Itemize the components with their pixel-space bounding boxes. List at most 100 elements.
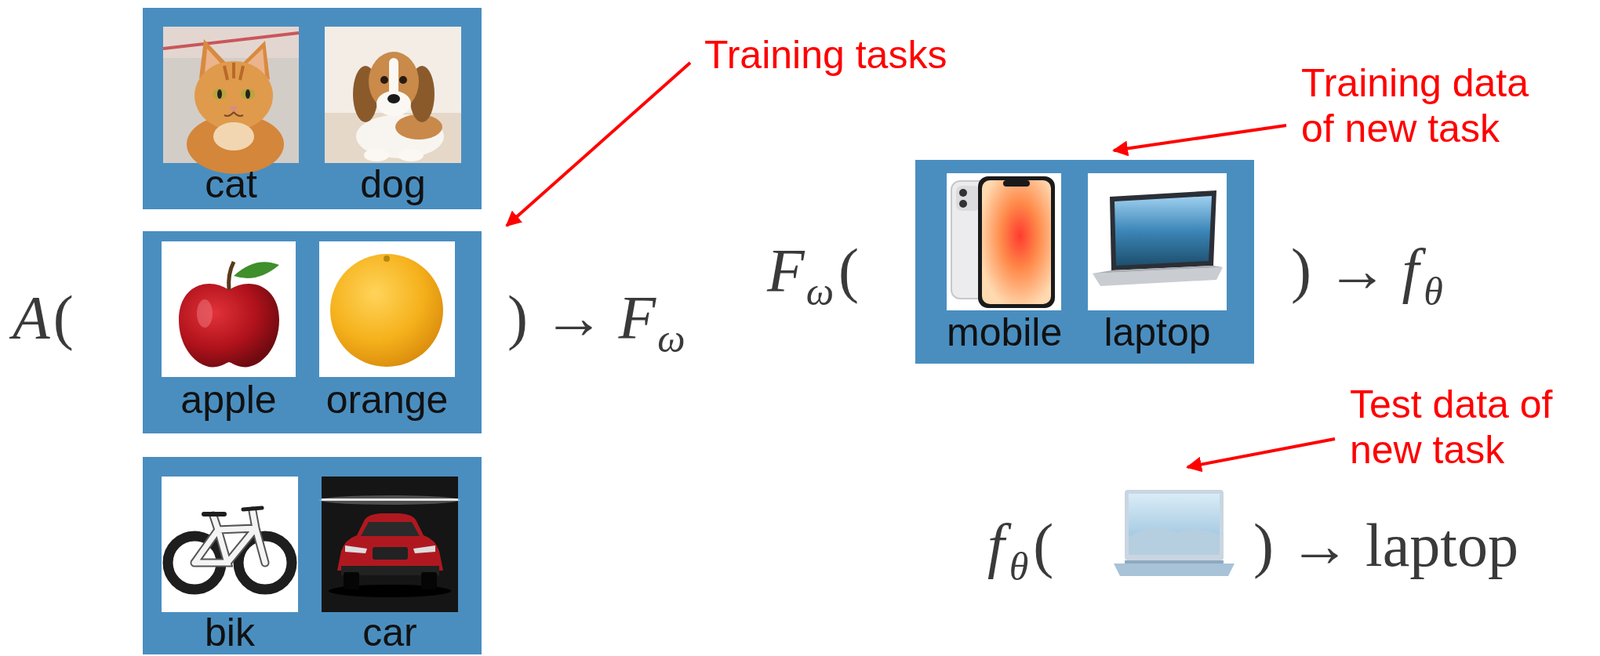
math-symbol: ( <box>53 283 74 352</box>
cat-picture-part <box>163 32 299 49</box>
bike-picture-part <box>194 511 266 564</box>
math-subscript: ω <box>806 270 834 314</box>
car-picture-part <box>413 545 436 554</box>
dog-picture-part <box>387 94 400 104</box>
dog-picture-part <box>324 112 462 164</box>
cat-picture-part <box>199 39 230 79</box>
class-label: dog <box>324 164 462 204</box>
car-picture-part <box>319 495 461 506</box>
cat-picture-part <box>224 62 244 80</box>
math-symbol: ) → <box>507 283 604 352</box>
orange-picture-part <box>330 254 444 368</box>
cat-picture-part <box>240 88 255 100</box>
class-label: mobile <box>946 312 1062 353</box>
callout-label: Training data of new task <box>1301 61 1553 152</box>
cat-picture-part <box>245 89 251 99</box>
math-symbol: ) → <box>1290 236 1388 305</box>
dog-picture-part <box>363 149 390 162</box>
math-symbol: ( <box>1032 512 1054 580</box>
test-laptop-picture-part <box>1124 560 1224 564</box>
test-laptop-picture-part <box>1128 494 1220 556</box>
mobile-picture <box>946 173 1062 311</box>
mobile-picture-part <box>959 189 968 197</box>
label-group: Training tasks <box>704 32 947 79</box>
mobile-picture-part <box>951 181 1000 299</box>
dog-picture <box>324 26 462 164</box>
cat-picture-part <box>217 89 222 99</box>
car-picture-part <box>421 572 437 590</box>
class-label: cat <box>163 164 299 204</box>
cat-picture-part <box>194 61 273 131</box>
label-group: Fω( <box>767 236 859 305</box>
cat-picture-part <box>241 40 270 80</box>
math-subscript: θ <box>1423 270 1444 314</box>
dog-picture-part <box>368 51 419 112</box>
task-box: mobile laptop <box>915 160 1255 364</box>
bike-picture-part <box>194 511 266 564</box>
task-box: bikcar <box>142 457 482 655</box>
car-picture <box>319 476 461 613</box>
label-group: Test data of new task <box>1349 382 1586 473</box>
cat-picture-part <box>224 112 244 117</box>
test-laptop-picture-part <box>1124 490 1224 561</box>
task-box: apple orange <box>142 231 482 434</box>
class-label: orange <box>319 380 455 420</box>
bike-picture-part <box>203 512 225 517</box>
laptop-picture-part <box>1087 173 1227 311</box>
math-symbol: f <box>1401 236 1419 305</box>
leader-line <box>1187 439 1335 468</box>
class-label: laptop <box>1087 312 1227 353</box>
dog-picture-part <box>409 65 435 123</box>
bike-picture-part <box>190 559 199 568</box>
cat-picture-part <box>186 114 284 175</box>
label-group: fθ( <box>987 512 1054 580</box>
class-label: apple <box>161 380 296 420</box>
cat-picture-part <box>163 26 299 59</box>
dog-picture-part <box>399 76 408 84</box>
test-laptop-picture <box>1113 490 1235 577</box>
apple-picture-part <box>178 283 280 368</box>
bike-picture-part <box>161 476 299 613</box>
car-picture-part <box>343 572 360 590</box>
dog-picture-part <box>389 58 399 98</box>
dog-picture-part <box>380 76 389 84</box>
math-symbol: F <box>767 236 805 305</box>
leader-line <box>1113 125 1287 151</box>
apple-picture <box>161 241 296 378</box>
test-laptop-picture-part <box>1128 528 1220 556</box>
cat-picture-part <box>229 106 239 113</box>
apple-picture-part <box>161 241 296 378</box>
apple-picture-part <box>229 261 234 291</box>
bike-picture-part <box>238 536 292 590</box>
laptop-picture <box>1087 173 1227 311</box>
dog-picture-part <box>352 65 379 123</box>
laptop-picture-part <box>1114 196 1212 266</box>
callout-label: Test data of new task <box>1349 382 1586 473</box>
math-expression: ) → laptop <box>1253 512 1519 580</box>
mobile-picture-part <box>978 176 1055 309</box>
car-picture-part <box>337 513 444 571</box>
mobile-picture-part <box>946 173 1062 311</box>
laptop-picture-part <box>1109 190 1217 271</box>
orange-picture <box>319 241 455 378</box>
cat-picture-part <box>212 88 227 100</box>
bike-picture-part <box>261 559 270 568</box>
math-subscript: ω <box>657 317 685 361</box>
math-symbol: A <box>12 283 51 352</box>
task-box: catdog <box>142 7 482 210</box>
label-group: ) →fθ <box>1290 236 1444 305</box>
car-picture-part <box>321 498 459 502</box>
math-symbol: ( <box>838 236 859 305</box>
dog-picture-part <box>395 114 443 140</box>
bike-picture <box>161 476 299 613</box>
cat-picture-part <box>246 48 266 76</box>
leader-line <box>506 62 691 226</box>
laptop-picture-part <box>1092 265 1223 274</box>
apple-picture-part <box>196 299 213 328</box>
mobile-picture-part <box>959 200 968 208</box>
cat-picture <box>163 26 299 175</box>
car-picture-part <box>321 476 459 613</box>
label-group: A( <box>12 283 74 352</box>
